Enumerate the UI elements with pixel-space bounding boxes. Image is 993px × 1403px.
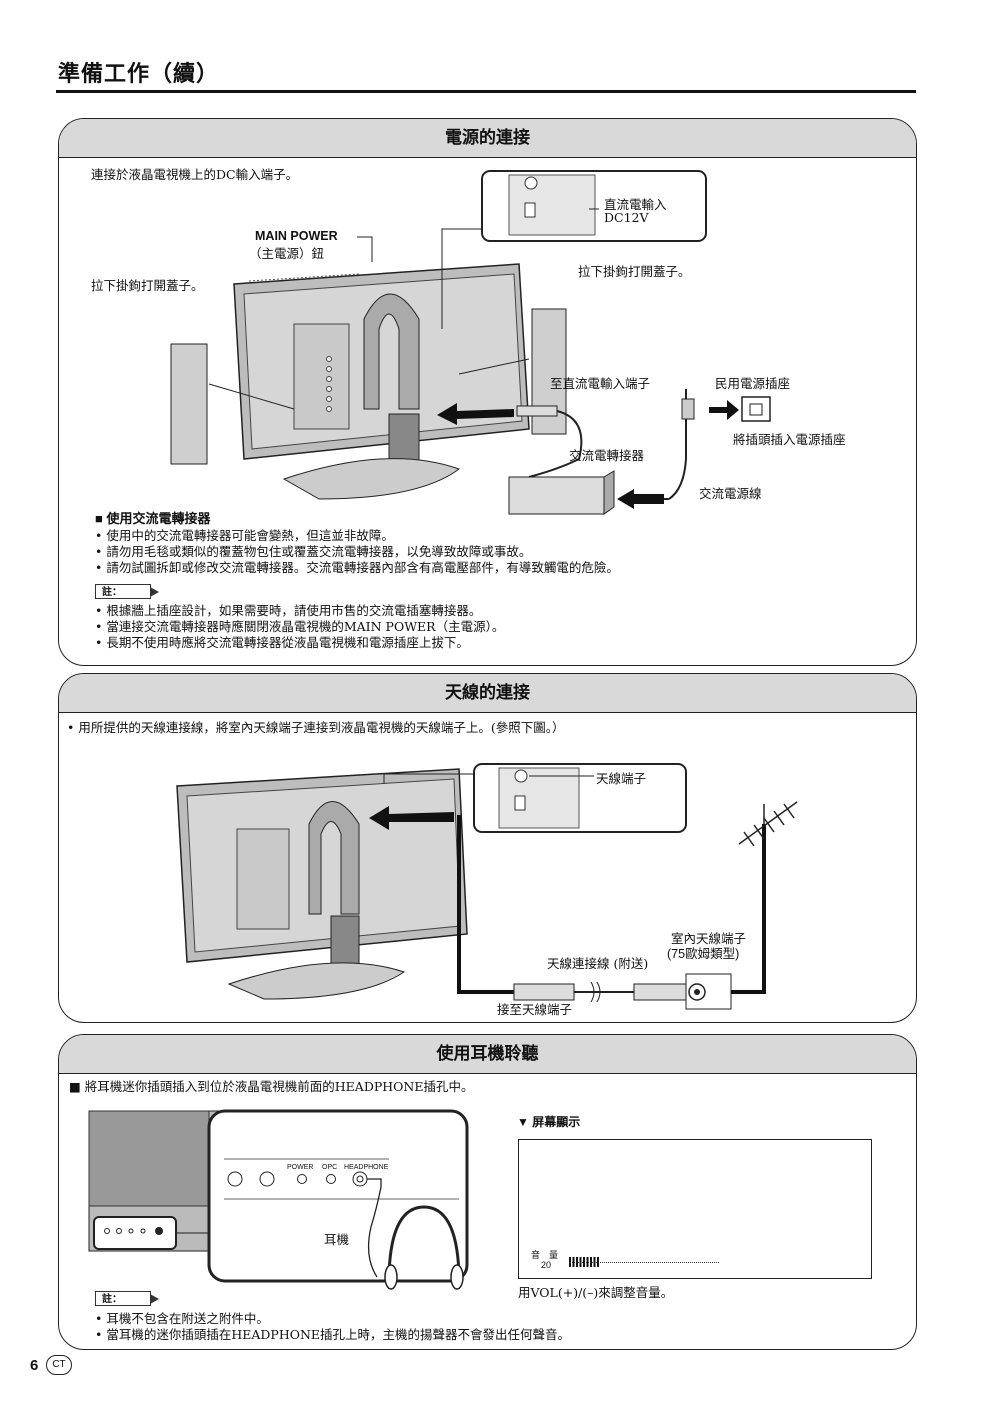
to-dc-terminal-label: 至直流電輸入端子: [550, 376, 651, 391]
antenna-intro: 用所提供的天線連接線，將室內天線端子連接到液晶電視機的天線端子上。(參照下圖。）: [78, 720, 565, 735]
headphone-note-list: 耳機不包含在附送之附件中。 當耳機的迷你插頭插在HEADPHONE插孔上時，主機…: [95, 1311, 570, 1343]
list-item: 請勿用毛毯或類似的覆蓋物包住或覆蓋交流電轉接器，以免導致故障或事故。: [95, 544, 619, 560]
adapter-heading: ■ 使用交流電轉接器: [95, 511, 211, 526]
panel-opc-label: OPC: [322, 1164, 338, 1171]
cable-supplied-label: 天線連接線 (附送): [547, 956, 649, 971]
volume-adjust-text: 用VOL(+)/(–)來調整音量。: [518, 1285, 674, 1300]
main-power-sub-label: （主電源）鈕: [249, 246, 325, 261]
list-item: 耳機不包含在附送之附件中。: [95, 1311, 570, 1327]
pull-cover-left-label: 拉下掛鉤打開蓋子。: [91, 278, 204, 293]
tv-rear-power-illustration: [170, 170, 771, 515]
power-intro: 連接於液晶電視機上的DC輸入端子。: [91, 167, 299, 182]
plug-into-outlet-label: 將插頭插入電源插座: [733, 432, 846, 447]
dc-input-label: 直流電輸入: [604, 197, 667, 212]
list-item: 長期不使用時應將交流電轉接器從液晶電視機和電源插座上拔下。: [95, 635, 504, 651]
panel-headphone-label: HEADPHONE: [344, 1164, 389, 1171]
page-title: 準備工作（續）: [58, 61, 220, 87]
headphone-heading: 使用耳機聆聽: [59, 1035, 916, 1074]
tv-front-headphone-illustration: [88, 1109, 469, 1290]
screen-display-heading: ▼ 屏幕顯示: [517, 1115, 581, 1129]
to-antenna-label: 接至天線端子: [497, 1002, 573, 1017]
household-outlet-label: 民用電源插座: [715, 376, 791, 391]
power-note-list: 根據牆上插座設計，如果需要時，請使用市售的交流電插塞轉接器。 當連接交流電轉接器…: [95, 603, 504, 651]
antenna-terminal-label: 天線端子: [596, 771, 647, 786]
headphone-section: 使用耳機聆聽 ■ 將耳機迷你插頭插入到位於液晶電視機前面的HEADPHONE插孔…: [58, 1034, 917, 1350]
list-item: 使用中的交流電轉接器可能會變熱，但這並非故障。: [95, 528, 619, 544]
power-section: 電源的連接 連接於液晶電視機上的DC輸入端子。: [58, 118, 917, 666]
screen-display: 音 量 20: [518, 1139, 872, 1279]
list-item: 當連接交流電轉接器時應關閉液晶電視機的MAIN POWER（主電源）。: [95, 619, 504, 635]
headphones-label: 耳機: [324, 1232, 350, 1247]
page-number: 6: [30, 1357, 39, 1374]
headphone-note-label: 註：: [95, 1291, 159, 1306]
list-item: 當耳機的迷你插頭插在HEADPHONE插孔上時，主機的揚聲器不會發出任何聲音。: [95, 1327, 570, 1343]
volume-bar-track: [569, 1262, 719, 1263]
title-rule: [56, 90, 916, 93]
panel-power-label: POWER: [287, 1164, 314, 1171]
headphone-intro: ■ 將耳機迷你插頭插入到位於液晶電視機前面的HEADPHONE插孔中。: [69, 1079, 474, 1094]
ohm-type-label: (75歐姆類型): [667, 947, 740, 961]
power-heading: 電源的連接: [59, 119, 916, 158]
indoor-terminal-label: 室內天線端子: [671, 931, 747, 946]
antenna-intro-bullet: • 用所提供的天線連接線，將室內天線端子連接到液晶電視機的天線端子上。(參照下圖…: [67, 720, 565, 735]
volume-value: 20: [541, 1260, 552, 1270]
adapter-bullet-list: 使用中的交流電轉接器可能會變熱，但這並非故障。 請勿用毛毯或類似的覆蓋物包住或覆…: [95, 528, 619, 576]
antenna-heading: 天線的連接: [59, 674, 916, 713]
main-power-label: MAIN POWER: [255, 229, 338, 243]
list-item: 根據牆上插座設計，如果需要時，請使用市售的交流電插塞轉接器。: [95, 603, 504, 619]
antenna-section: 天線的連接 • 用所提供的天線連接線，將室內天線端子連接到液晶電視機的天線端子上…: [58, 673, 917, 1023]
ac-adapter-label: 交流電轉接器: [569, 448, 645, 463]
list-item: 請勿試圖拆卸或修改交流電轉接器。交流電轉接器內部含有高電壓部件，有導致觸電的危險…: [95, 560, 619, 576]
tv-rear-antenna-illustration: [176, 763, 798, 1010]
dc-voltage-label: DC12V: [604, 210, 649, 225]
pull-cover-right-label: 拉下掛鉤打開蓋子。: [578, 264, 691, 279]
volume-bar: [569, 1257, 719, 1267]
volume-label: 音 量: [531, 1250, 559, 1260]
region-badge: CT: [46, 1355, 72, 1375]
ac-cord-label: 交流電源線: [699, 486, 762, 501]
power-note-label: 註：: [95, 584, 159, 599]
